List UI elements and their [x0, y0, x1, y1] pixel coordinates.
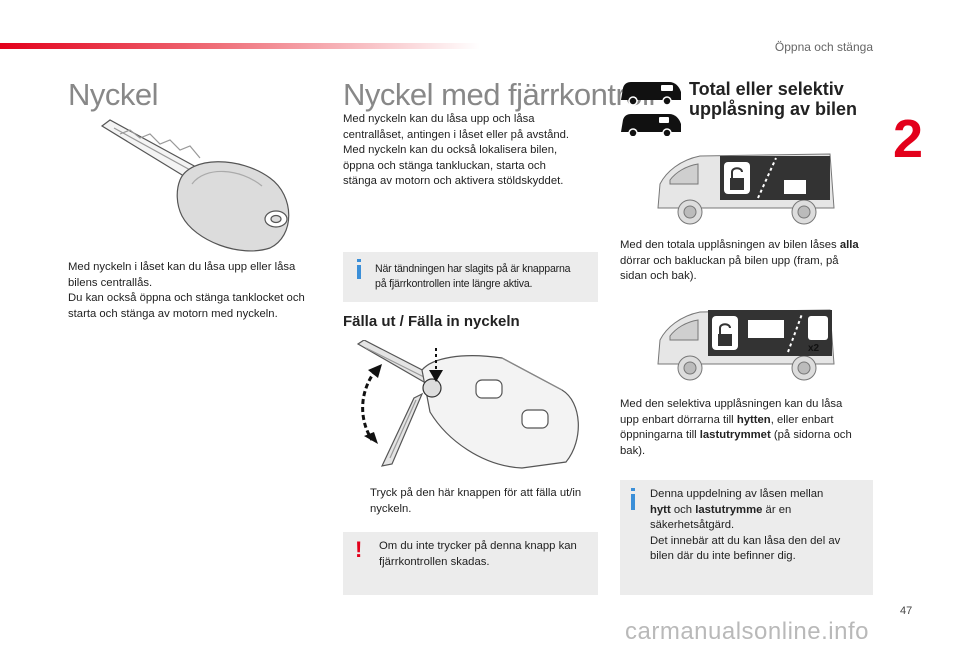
selective-unlock-description: Med den selektiva upplåsningen kan du lå… [620, 397, 875, 459]
section-title: Öppna och stänga [774, 40, 873, 54]
fold-key-illustration [352, 340, 592, 472]
chapter-number: 2 [893, 109, 924, 169]
van-selective-unlock-illustration: x2 [650, 306, 840, 386]
fold-key-heading: Fälla ut / Fälla in nyckeln [343, 313, 520, 330]
total-unlock-description: Med den totala upplåsningen av bilen lås… [620, 238, 875, 285]
text-line: När tändningen har slagits på är knappar… [375, 263, 571, 275]
text-line: dörrar och bakluckan på bilen upp (fram,… [620, 254, 839, 267]
key-heading: Nyckel [68, 77, 159, 112]
text-line: Det innebär att du kan låsa den del av [650, 534, 841, 547]
info-icon [631, 488, 635, 510]
remote-key-heading: Nyckel med fjärrkontroll [343, 77, 655, 112]
text-line: Med den selektiva upplåsningen kan du lå… [620, 398, 843, 410]
heading-line: upplåsning av bilen [689, 99, 858, 119]
text-line: Med nyckeln i låset kan du låsa upp elle… [68, 261, 296, 273]
info-box-security: Denna uppdelning av låsen mellan hytt oc… [620, 480, 873, 595]
text-line: sidan och bak). [620, 270, 697, 282]
text-line: bilens centrallås. [68, 276, 153, 289]
text-line: Med nyckeln kan du också lokalisera bile… [343, 144, 558, 156]
remote-key-description: Med nyckeln kan du låsa upp och låsa cen… [343, 112, 603, 190]
text-line: Denna uppdelning av låsen mellan [650, 488, 824, 500]
text-line: Med nyckeln kan du låsa upp och låsa [343, 113, 535, 125]
text-line: öppningarna till [620, 429, 700, 441]
bold-text: lastutrymme [695, 503, 763, 516]
text-line: bilen där du inte befinner dig. [650, 550, 796, 562]
text-line: säkerhetsåtgärd. [650, 519, 735, 531]
key-description: Med nyckeln i låset kan du låsa upp elle… [68, 260, 328, 322]
bold-text: alla [839, 239, 859, 251]
text-line: Tryck på den här knappen för att fälla u… [370, 487, 582, 499]
text-line: öppna och stänga tankluckan, starta och [343, 159, 546, 172]
fold-key-step: Tryck på den här knappen för att fälla u… [348, 486, 598, 517]
text-line: Du kan också öppna och stänga tanklocket… [68, 292, 305, 304]
text-line: bak). [620, 444, 646, 457]
watermark: carmanualsonline.info [625, 618, 869, 645]
text-line: fjärrkontrollen skadas. [379, 555, 490, 568]
warning-icon: ! [355, 537, 363, 562]
text-line: Om du inte trycker på denna knapp kan [379, 540, 577, 552]
text-line: nyckeln. [370, 502, 412, 515]
repeat-label: x2 [808, 343, 820, 354]
page-number: 47 [900, 605, 913, 617]
text-line: stänga av motorn och aktivera stöldskydd… [343, 175, 564, 187]
heading-line: Total eller selektiv [689, 79, 844, 99]
bold-text: hytt [650, 503, 671, 516]
text-line: centrallåset, antingen i låset eller på … [343, 128, 570, 141]
text-line: , eller enbart [770, 413, 834, 426]
van-total-unlock-illustration [650, 150, 840, 230]
key-illustration [100, 116, 300, 256]
bold-text: hytten [736, 413, 771, 426]
van-icons [619, 80, 685, 136]
info-icon [357, 259, 361, 279]
text-line: starta och stänga av motorn med nyckeln. [68, 307, 278, 320]
text-line: Med den totala upplåsningen av bilen lås… [620, 239, 840, 251]
warning-box: ! Om du inte trycker på denna knapp kan … [343, 532, 598, 595]
text-line: på fjärrkontrollen inte längre aktiva. [375, 278, 533, 290]
text-line: upp enbart dörrarna till [620, 413, 737, 426]
info-box-ignition: När tändningen har slagits på är knappar… [343, 252, 598, 302]
text-line: är en [762, 503, 792, 516]
info-box-text: När tändningen har slagits på är knappar… [375, 262, 571, 292]
info-box-text: Denna uppdelning av låsen mellan hytt oc… [650, 487, 840, 565]
text-line: (på sidorna och [770, 429, 852, 441]
unlock-heading: Total eller selektiv upplåsning av bilen [689, 79, 857, 119]
text-line: och [670, 503, 696, 516]
top-accent-bar [0, 43, 480, 49]
bold-text: lastutrymmet [699, 429, 771, 441]
warning-box-text: Om du inte trycker på denna knapp kan fj… [379, 539, 577, 570]
